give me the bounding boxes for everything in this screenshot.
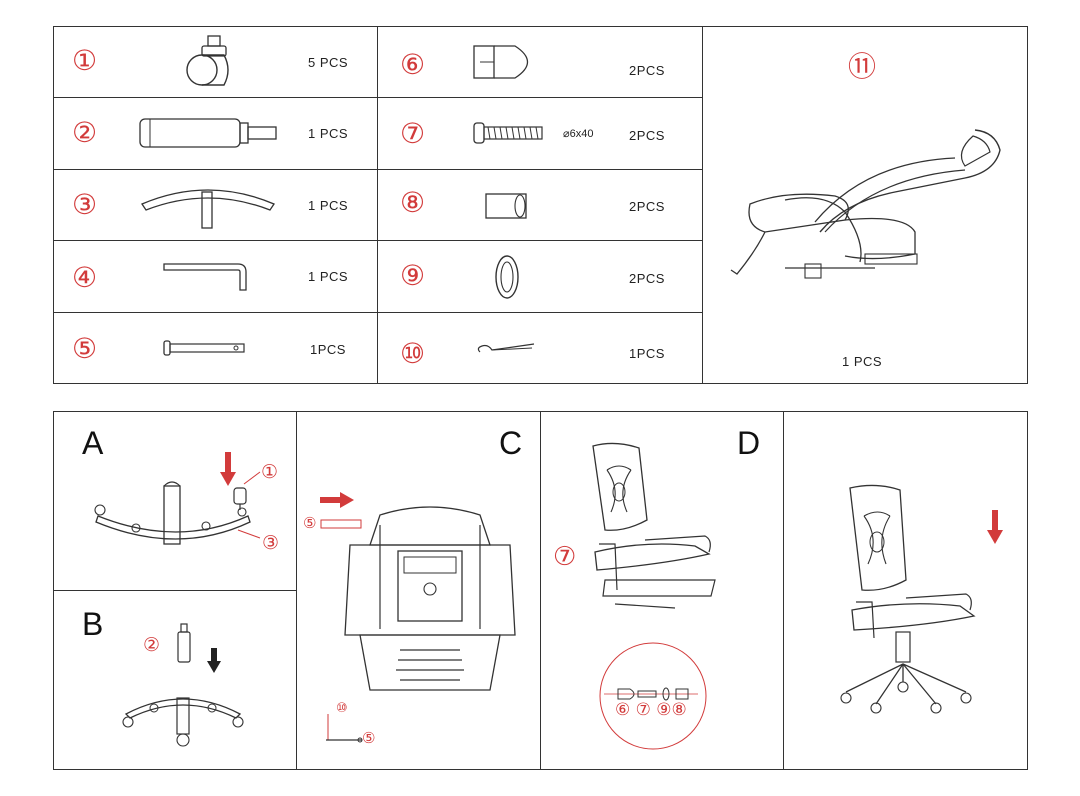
part-qty-2: 1 PCS	[308, 126, 349, 141]
table-divider-vertical-2	[702, 26, 704, 384]
part-number-9: ⑨	[400, 259, 426, 292]
part-qty-10: 1PCS	[629, 346, 665, 361]
step-a-callout-base: ③	[262, 532, 280, 554]
parts-table	[53, 26, 1028, 384]
gas-cylinder-icon	[139, 118, 277, 148]
part-number-4: ④	[72, 261, 98, 294]
part-number-1: ①	[72, 44, 98, 77]
step-c-callout-clip: ⑩	[336, 701, 348, 716]
allen-key-icon	[163, 263, 247, 291]
step-a-callout-caster: ①	[261, 461, 279, 483]
part-number-2: ②	[72, 116, 98, 149]
part-number-8: ⑧	[400, 186, 426, 219]
caster-wheel-icon	[186, 35, 229, 86]
step-b-callout-cylinder: ②	[143, 634, 161, 656]
final-chair-icon	[840, 484, 976, 714]
pin-rod-icon	[163, 340, 245, 356]
bolt-icon	[473, 122, 543, 144]
final-arrow-icon	[987, 510, 1003, 544]
step-d-detail-circle-icon	[599, 642, 707, 750]
step-d-callout-arm: ⑦	[553, 542, 577, 572]
step-a-label: A	[82, 425, 104, 461]
part-number-5: ⑤	[72, 332, 98, 365]
step-d-label: D	[737, 425, 761, 461]
part-number-3: ③	[72, 188, 98, 221]
step-b-base-icon	[122, 697, 244, 747]
steps-divider-vertical-3	[783, 411, 785, 770]
part-number-6: ⑥	[400, 48, 426, 81]
table-row-line	[53, 169, 703, 171]
table-divider-vertical-1	[377, 26, 379, 384]
step-a-base-icon	[94, 471, 261, 545]
step-b-arrow-icon	[207, 648, 221, 673]
part-qty-3: 1 PCS	[308, 198, 349, 213]
part-qty-9: 2PCS	[629, 271, 665, 286]
part-qty-1: 5 PCS	[308, 55, 349, 70]
step-c-callout-pin-bottom: ⑤	[362, 729, 376, 747]
part-qty-5: 1PCS	[310, 342, 346, 357]
step-c-chair-underside-icon	[344, 506, 516, 691]
part-qty-6: 2PCS	[629, 63, 665, 78]
base-leg-icon	[141, 189, 275, 229]
steps-divider-vertical-2	[540, 411, 542, 770]
bolt-spec: ⌀6x40	[563, 128, 594, 140]
chair-seat-assembly-icon	[730, 129, 1001, 279]
step-b-cylinder-icon	[177, 623, 191, 663]
part-qty-8: 2PCS	[629, 199, 665, 214]
part-qty-11: 1 PCS	[842, 354, 883, 369]
step-a-arrow-icon	[220, 452, 236, 486]
cotter-clip-icon	[477, 343, 535, 353]
table-row-line	[53, 312, 703, 314]
step-c-clip-pin-icon	[326, 714, 363, 743]
table-row-line	[53, 240, 703, 242]
part-number-10: ⑩	[400, 337, 426, 370]
steps-divider-horizontal	[53, 590, 297, 592]
step-b-label: B	[82, 606, 104, 642]
part-qty-4: 1 PCS	[308, 269, 349, 284]
part-number-11: ⑪	[848, 50, 877, 83]
end-cap-icon	[473, 45, 529, 79]
part-qty-7: 2PCS	[629, 128, 665, 143]
part-number-7: ⑦	[400, 117, 426, 150]
washer-icon	[495, 255, 519, 299]
spacer-sleeve-icon	[485, 193, 527, 219]
step-c-label: C	[499, 425, 523, 461]
step-d-detail-callouts: ⑥ ⑦ ⑨⑧	[615, 700, 687, 720]
step-c-callout-pin: ⑤	[303, 514, 317, 532]
step-c-pin-icon	[320, 519, 362, 529]
step-c-arrow-icon	[320, 492, 354, 508]
table-row-line	[53, 97, 703, 99]
step-d-chair-icon	[592, 442, 716, 609]
